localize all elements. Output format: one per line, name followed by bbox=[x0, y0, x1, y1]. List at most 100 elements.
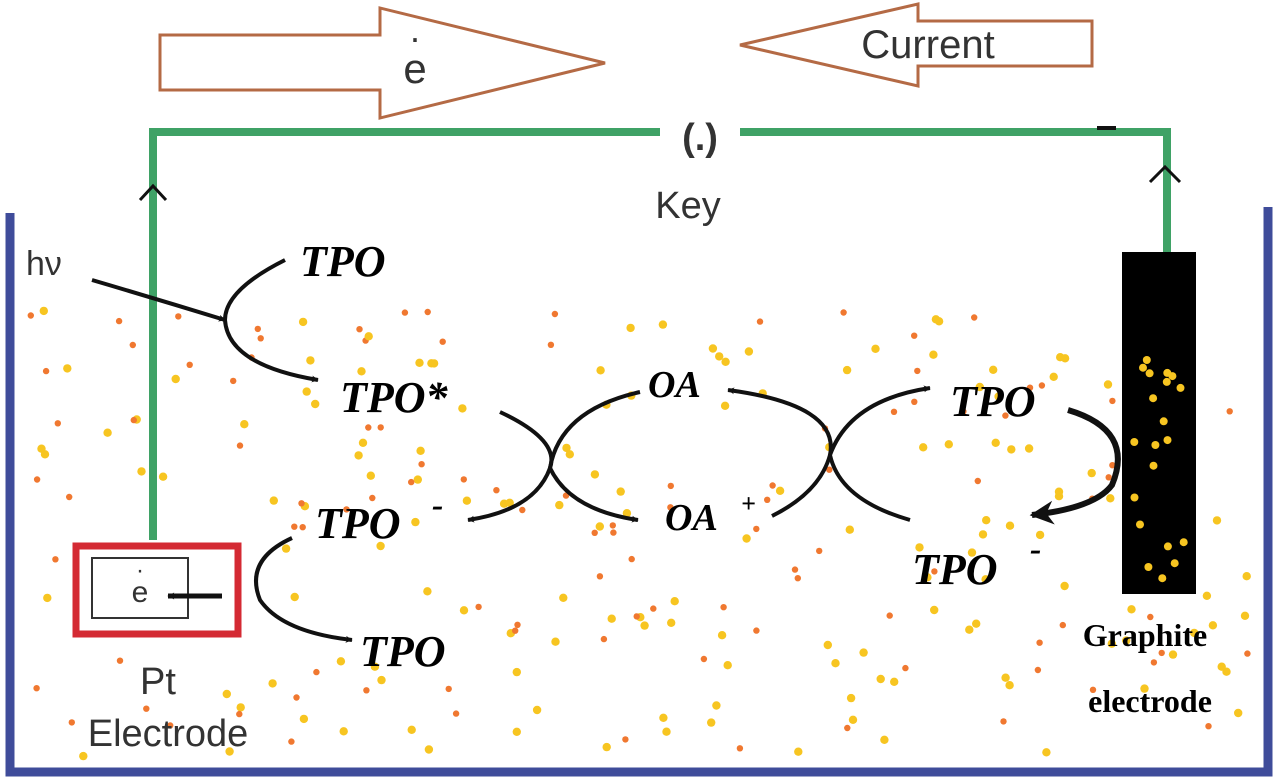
particle bbox=[356, 326, 363, 333]
pt-electrode-inner bbox=[91, 557, 189, 619]
graphite-particle bbox=[1163, 542, 1172, 551]
particle bbox=[1208, 621, 1218, 630]
particle bbox=[298, 500, 305, 507]
graphite-particle bbox=[1130, 438, 1139, 446]
solution-particles bbox=[27, 306, 1251, 761]
particle bbox=[720, 604, 727, 611]
particle bbox=[445, 685, 452, 693]
particle bbox=[622, 736, 629, 743]
particle bbox=[357, 367, 366, 376]
graphite-reduction-arrow bbox=[1029, 407, 1121, 525]
particle bbox=[923, 573, 932, 582]
particle bbox=[240, 420, 249, 429]
particle bbox=[424, 308, 431, 316]
particle bbox=[493, 487, 500, 494]
particle bbox=[257, 335, 264, 342]
particle bbox=[336, 657, 346, 666]
particle bbox=[616, 487, 625, 496]
particle bbox=[452, 710, 460, 717]
particle bbox=[756, 318, 764, 325]
particle bbox=[1005, 521, 1015, 530]
particle bbox=[931, 568, 938, 575]
particle bbox=[700, 655, 708, 663]
particle bbox=[975, 382, 984, 392]
particle bbox=[667, 618, 676, 627]
particle bbox=[919, 443, 928, 452]
particle bbox=[974, 477, 981, 485]
graphite-particle bbox=[1151, 441, 1160, 449]
graphite-electrode bbox=[1122, 252, 1196, 594]
graphite-particle bbox=[1162, 377, 1171, 386]
particle bbox=[565, 450, 574, 459]
graphite-particle bbox=[1179, 538, 1188, 547]
particle bbox=[408, 478, 415, 486]
particle bbox=[707, 718, 716, 727]
particle bbox=[831, 659, 840, 668]
particle bbox=[1158, 649, 1165, 657]
pt-label-line1: Pt bbox=[140, 661, 176, 703]
graphite-label-line1: Graphite bbox=[1083, 617, 1207, 653]
crossing-right-arrow-2 bbox=[827, 385, 931, 522]
particle bbox=[339, 727, 348, 736]
particle bbox=[929, 350, 938, 359]
particle bbox=[911, 398, 918, 405]
particle bbox=[769, 482, 776, 489]
particle bbox=[1240, 611, 1250, 620]
particle bbox=[981, 575, 990, 584]
particle bbox=[978, 530, 988, 539]
key-switch-gap bbox=[660, 118, 740, 146]
particle bbox=[1168, 650, 1178, 659]
graphite-particle bbox=[1159, 417, 1168, 426]
charge-plus: + bbox=[741, 489, 756, 518]
particle bbox=[911, 332, 918, 339]
particle bbox=[462, 496, 472, 505]
particle bbox=[842, 365, 852, 375]
species-oa-plus: OA bbox=[665, 497, 718, 539]
particle bbox=[880, 735, 889, 744]
particle bbox=[186, 361, 193, 368]
species-oa-top: OA bbox=[648, 364, 701, 406]
particle bbox=[33, 685, 40, 692]
graphite-particle bbox=[1158, 574, 1167, 583]
graphite-particle bbox=[1170, 559, 1179, 568]
particle bbox=[299, 524, 306, 531]
particle bbox=[175, 313, 182, 320]
particle bbox=[826, 466, 833, 473]
particle bbox=[662, 727, 671, 736]
particle bbox=[848, 715, 858, 724]
particle bbox=[1127, 605, 1136, 614]
particle bbox=[622, 509, 632, 518]
particle bbox=[171, 374, 180, 384]
particle bbox=[547, 341, 555, 348]
light-input-label: hν bbox=[26, 245, 62, 283]
particle bbox=[982, 516, 991, 525]
particle bbox=[1205, 723, 1212, 730]
wire-direction-left bbox=[138, 183, 168, 202]
particle bbox=[1054, 487, 1064, 496]
particle bbox=[650, 605, 657, 612]
current-flow-label: Current bbox=[861, 23, 994, 67]
particle bbox=[1106, 494, 1115, 503]
particle bbox=[1026, 384, 1034, 391]
particle bbox=[519, 506, 526, 514]
particle bbox=[610, 529, 617, 536]
electron-flow-label: e bbox=[403, 45, 426, 92]
particle bbox=[66, 493, 73, 501]
particle bbox=[33, 476, 41, 483]
particle bbox=[413, 475, 422, 484]
particle bbox=[794, 747, 803, 756]
particle bbox=[1103, 380, 1113, 389]
particle bbox=[43, 593, 52, 603]
particle bbox=[293, 694, 300, 701]
particle bbox=[1109, 397, 1116, 405]
particle bbox=[902, 664, 909, 672]
particle bbox=[967, 548, 977, 557]
particle bbox=[1060, 354, 1070, 363]
particle bbox=[411, 517, 420, 527]
particle bbox=[1087, 468, 1096, 478]
particle bbox=[775, 486, 785, 495]
current-flow-arrow bbox=[739, 2, 1094, 88]
particle bbox=[960, 408, 967, 415]
particle bbox=[225, 747, 234, 756]
particle bbox=[512, 667, 521, 677]
